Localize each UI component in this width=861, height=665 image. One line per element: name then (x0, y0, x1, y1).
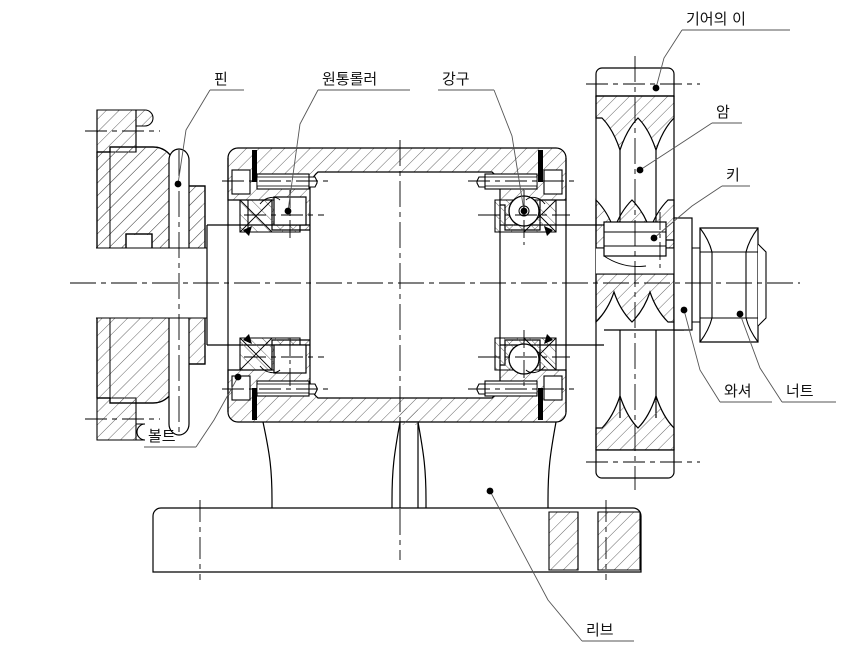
leader-dot-bolt (234, 373, 242, 381)
leader-dot-key (650, 234, 658, 242)
label-gear-tooth: 기어의 이 (686, 10, 746, 28)
leader-line-gear-tooth (655, 29, 683, 89)
leader-line-pin (177, 89, 211, 185)
nut-part (699, 227, 767, 343)
callout-steel-ball: 강구 (438, 70, 528, 215)
leader-line-bolt (195, 376, 239, 448)
callout-key: 키 (650, 166, 750, 242)
label-steel-ball: 강구 (442, 70, 470, 88)
leader-dot-cylindrical-roller (284, 207, 292, 215)
leader-dot-steel-ball (520, 207, 528, 215)
leader-line-washer (683, 309, 721, 403)
leader-dot-nut (736, 310, 744, 318)
label-bolt: 볼트 (148, 427, 176, 445)
callout-gear-tooth: 기어의 이 (652, 10, 790, 92)
leader-line-steel-ball (493, 89, 525, 212)
bearing-housing (227, 147, 567, 423)
callout-pin: 핀 (174, 70, 244, 188)
cylindrical-roller-bearing (239, 196, 307, 374)
pedestal-base (152, 408, 642, 573)
leader-dot-washer (680, 306, 688, 314)
label-washer: 와셔 (724, 382, 752, 400)
callout-arm: 암 (636, 103, 742, 174)
label-arm: 암 (716, 103, 730, 121)
callout-rib: 리브 (486, 487, 634, 642)
label-rib: 리브 (586, 621, 614, 639)
label-cylindrical-roller: 원통롤러 (322, 70, 377, 88)
label-pin: 핀 (214, 70, 228, 88)
washer-part (673, 217, 693, 331)
callout-nut: 너트 (736, 310, 836, 403)
callout-bolt: 볼트 (144, 373, 242, 448)
leader-dot-pin (174, 180, 182, 188)
label-nut: 너트 (786, 382, 814, 400)
leader-dot-rib (486, 487, 494, 495)
leader-line-cylindrical-roller (287, 89, 319, 212)
centerlines (70, 56, 800, 580)
callout-cylindrical-roller: 원통롤러 (284, 70, 410, 215)
label-key: 키 (726, 166, 740, 184)
leader-line-arm (639, 122, 713, 171)
bolt-parts (231, 169, 563, 401)
callout-washer: 와셔 (680, 306, 772, 403)
leader-dot-gear-tooth (652, 84, 660, 92)
leader-line-nut (739, 313, 783, 403)
leader-dot-arm (636, 166, 644, 174)
leader-line-rib (489, 490, 583, 642)
leader-line-key (653, 185, 723, 239)
